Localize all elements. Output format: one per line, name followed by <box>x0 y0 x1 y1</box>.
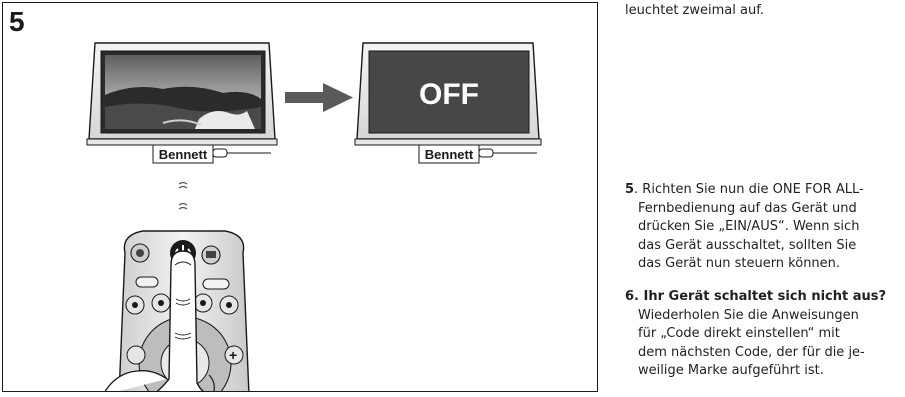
step-6-number: 6 <box>625 289 635 304</box>
illustration-panel: 5 <box>2 2 598 392</box>
step-5-line: das Gerät ausschaltet, sollten Sie <box>638 237 857 253</box>
step-5-instruction: 5. Richten Sie nun die ONE FOR ALL- Fern… <box>625 181 905 274</box>
tv-right-brand: Bennett <box>425 147 474 162</box>
step-6-line: weilige Marke aufgeführt ist. <box>638 363 824 379</box>
step-5-line: drücken Sie „EIN/AUS“. Wenn sich <box>638 219 860 235</box>
step-5-line: Fernbedienung auf das Gerät und <box>638 200 857 216</box>
hand-pointer-icon <box>104 250 215 391</box>
step-6-heading: . Ihr Gerät schaltet sich nicht aus? <box>634 289 887 304</box>
step-number: 5 <box>9 6 25 37</box>
intro-tail-text: leuchtet zweimal auf. <box>625 3 764 18</box>
step-6-line: für „Code direkt einstellen“ mit <box>638 326 840 342</box>
tv-left: Bennett <box>86 42 278 164</box>
step-6-instruction: 6. Ihr Gerät schaltet sich nicht aus? Wi… <box>625 288 905 381</box>
tv-right-screen-text: OFF <box>419 78 479 111</box>
step-5-line: das Gerät nun steuern können. <box>638 256 841 272</box>
illustration: Bennett OFF Bennett <box>86 42 542 391</box>
arrow-right-icon <box>285 83 353 112</box>
step-6-line: dem nächsten Code, der für die je- <box>638 344 865 360</box>
tv-right: OFF Bennett <box>354 42 542 164</box>
tv-left-screen-image <box>105 55 261 129</box>
step-5-line: . Richten Sie nun die ONE FOR ALL- <box>634 182 864 197</box>
ir-signal-icon <box>178 181 188 210</box>
svg-text:+: + <box>229 347 237 363</box>
step-5-number: 5 <box>625 182 635 197</box>
tv-left-brand: Bennett <box>159 147 208 162</box>
step-6-line: Wiederholen Sie die Anweisungen <box>638 307 859 323</box>
